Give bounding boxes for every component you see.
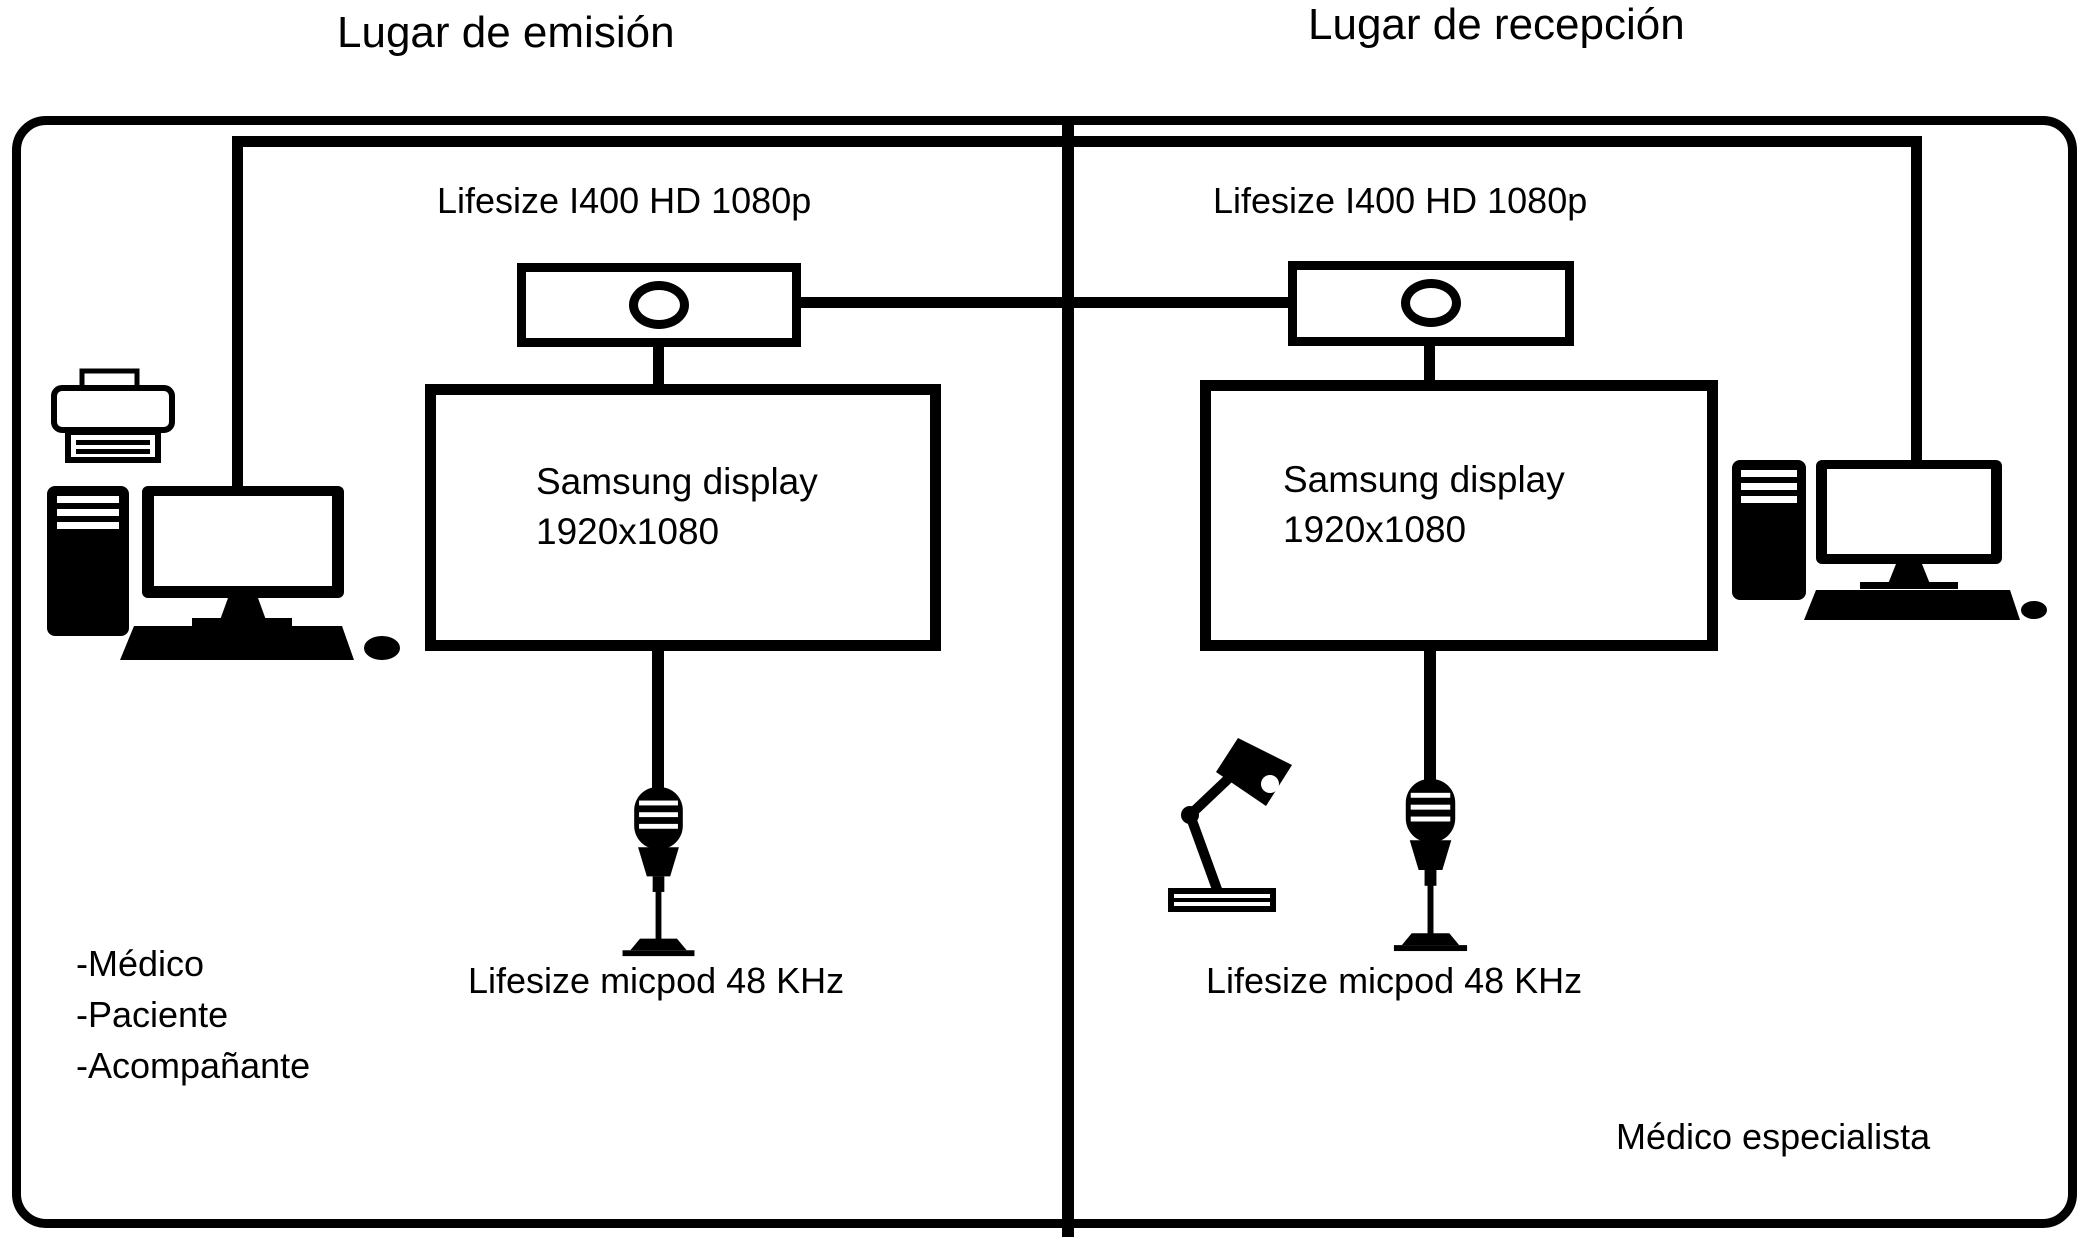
left-mic-stem bbox=[652, 649, 664, 794]
top-cable-horizontal bbox=[232, 136, 1922, 147]
printer-icon bbox=[51, 368, 175, 463]
left-microphone-icon bbox=[622, 786, 695, 957]
right-mic-stem bbox=[1424, 649, 1436, 782]
camera-link-cable bbox=[799, 297, 1290, 308]
room-divider-line bbox=[1062, 116, 1074, 1237]
left-camera-label: Lifesize I400 HD 1080p bbox=[437, 180, 812, 221]
right-room-title: Lugar de recepción bbox=[1308, 0, 1685, 49]
left-display: Samsung display 1920x1080 bbox=[425, 384, 941, 651]
left-display-label-line1: Samsung display bbox=[536, 461, 818, 502]
right-display: Samsung display 1920x1080 bbox=[1200, 380, 1718, 651]
right-mic-label: Lifesize micpod 48 KHz bbox=[1206, 960, 1583, 1001]
right-microphone-icon bbox=[1393, 778, 1468, 952]
desk-lamp-icon bbox=[1168, 738, 1292, 912]
participant-acompanante: -Acompañante bbox=[76, 1045, 311, 1087]
left-display-label-line2: 1920x1080 bbox=[536, 510, 720, 552]
right-camera-lens-icon bbox=[1401, 279, 1461, 327]
right-display-label-line1: Samsung display bbox=[1283, 459, 1565, 500]
right-display-label-line2: 1920x1080 bbox=[1283, 508, 1467, 550]
right-cable-vertical bbox=[1911, 136, 1922, 466]
right-camera-label: Lifesize I400 HD 1080p bbox=[1213, 180, 1588, 221]
right-workstation-icon bbox=[1732, 460, 2047, 620]
left-cable-vertical bbox=[232, 136, 243, 493]
left-workstation-icon bbox=[47, 368, 400, 660]
left-mic-label: Lifesize micpod 48 KHz bbox=[468, 960, 845, 1001]
participant-medico: -Médico bbox=[76, 943, 205, 984]
rooms-outline-box bbox=[12, 116, 2077, 1228]
participant-paciente: -Paciente bbox=[76, 994, 229, 1036]
participants-list: -Médico -Paciente -Acompañante bbox=[76, 938, 310, 1091]
right-camera-stem bbox=[1424, 344, 1435, 383]
left-room-title: Lugar de emisión bbox=[337, 8, 675, 57]
specialist-label: Médico especialista bbox=[1616, 1116, 1931, 1157]
left-camera-stem bbox=[653, 345, 664, 387]
left-camera-lens-icon bbox=[629, 281, 689, 329]
